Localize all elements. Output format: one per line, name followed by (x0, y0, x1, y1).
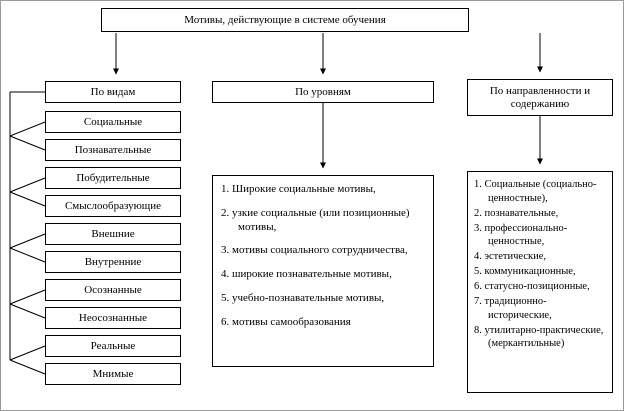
fork-2b (9, 191, 46, 207)
by-direction-item: 7. традиционно-исторические, (474, 295, 552, 321)
by-direction-item: 3. профессионально-ценностные, (474, 222, 568, 248)
fork-3b (9, 247, 46, 263)
fork-4b (9, 303, 46, 319)
by-level-item: 2. узкие социальные (или позиционные) мо… (221, 206, 410, 233)
by-level-item: 5. учебно-познавательные мотивы, (221, 291, 385, 304)
by-level-item: 1. Широкие социальные мотивы, (221, 183, 376, 195)
fork-1a (9, 121, 46, 137)
by-direction-item: 8. утилитарно-практические, (меркантильн… (474, 324, 604, 350)
by-level-header: По уровням (212, 81, 434, 103)
root-box: Мотивы, действующие в системе обучения (101, 8, 469, 32)
by-level-item: 4. широкие познавательные мотивы, (221, 268, 392, 280)
fork-2a (9, 177, 46, 193)
by-level-item: 6. мотивы самообразования (221, 315, 351, 328)
fork-1b (9, 135, 46, 151)
by-direction-list: 1. Социальные (социально-ценностные), 2.… (467, 171, 613, 393)
by-direction-item: 5. коммуникационные, (474, 266, 576, 278)
by-type-item: Смыслообразующие (45, 195, 181, 217)
by-direction-item: 6. статусно-позиционные, (474, 281, 590, 293)
by-type-item: Неосознанные (45, 307, 181, 329)
by-level-item: 3. мотивы социального сотрудничества, (221, 244, 408, 257)
by-level-list: 1. Широкие социальные мотивы, 2. узкие с… (212, 175, 434, 367)
fork-4a (9, 289, 46, 305)
by-type-item: Внешние (45, 223, 181, 245)
by-type-header: По видам (45, 81, 181, 103)
fork-5b (9, 359, 46, 375)
by-type-item: Внутренние (45, 251, 181, 273)
by-direction-item: 1. Социальные (социально-ценностные), (474, 179, 597, 204)
by-type-item: Познавательные (45, 139, 181, 161)
by-type-item: Побудительные (45, 167, 181, 189)
by-type-item: Социальные (45, 111, 181, 133)
by-direction-item: 2. познавательные, (474, 207, 559, 219)
by-type-item: Реальные (45, 335, 181, 357)
by-type-item: Осознанные (45, 279, 181, 301)
fork-5a (9, 345, 46, 361)
by-type-item: Мнимые (45, 363, 181, 385)
by-direction-item: 4. эстетические, (474, 251, 546, 263)
by-direction-header: По направленности и содержанию (467, 79, 613, 116)
fork-3a (9, 233, 46, 249)
